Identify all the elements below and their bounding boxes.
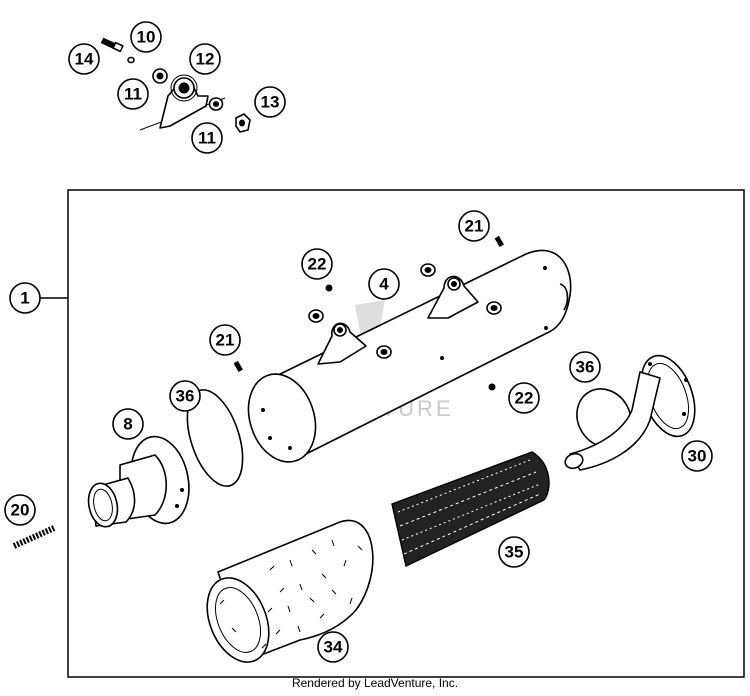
svg-text:36: 36 xyxy=(576,358,595,377)
callout-11-upper: 11 xyxy=(117,78,149,110)
nut-13-part xyxy=(235,113,251,133)
svg-text:30: 30 xyxy=(688,447,707,466)
callout-10: 10 xyxy=(130,21,162,53)
callout-30: 30 xyxy=(681,440,713,472)
callout-13: 13 xyxy=(254,86,286,118)
screw-22-top-part xyxy=(325,284,333,292)
callout-12: 12 xyxy=(189,43,221,75)
svg-text:11: 11 xyxy=(198,129,216,148)
svg-text:13: 13 xyxy=(261,93,280,112)
callout-22-top: 22 xyxy=(301,248,333,280)
callout-21-right: 21 xyxy=(458,210,490,242)
footer-credit: Rendered by LeadVenture, Inc. xyxy=(291,676,459,690)
callout-8: 8 xyxy=(112,408,144,440)
callout-36-right: 36 xyxy=(569,351,601,383)
absorber-packing-34-part xyxy=(206,519,374,663)
spring-20-part xyxy=(12,525,56,549)
assembly-frame xyxy=(67,189,745,678)
callout-20: 20 xyxy=(4,494,36,526)
mounting-bracket-subassembly xyxy=(100,37,251,133)
bushing-11-lower-part xyxy=(208,97,224,111)
svg-text:12: 12 xyxy=(196,50,215,69)
callout-1: 1 xyxy=(9,282,41,314)
perforated-tube-35-part xyxy=(391,451,550,568)
callout-22-right: 22 xyxy=(508,382,540,414)
svg-text:1: 1 xyxy=(20,289,29,308)
svg-text:35: 35 xyxy=(505,543,524,562)
svg-text:10: 10 xyxy=(137,28,156,47)
muffler-body-4-part xyxy=(247,249,572,463)
callout-36-left: 36 xyxy=(169,380,201,412)
callout-35: 35 xyxy=(498,536,530,568)
callout-34: 34 xyxy=(317,631,349,663)
svg-text:11: 11 xyxy=(124,85,142,104)
bracket-12-part xyxy=(159,74,209,129)
rivet-21-right-part xyxy=(494,235,504,248)
svg-text:34: 34 xyxy=(324,638,343,657)
svg-text:22: 22 xyxy=(515,389,534,408)
svg-text:36: 36 xyxy=(176,387,195,406)
screw-22-right-part xyxy=(488,383,496,391)
rivet-21-left-part xyxy=(233,360,243,373)
svg-text:4: 4 xyxy=(379,275,389,294)
callout-4: 4 xyxy=(368,268,400,300)
svg-text:21: 21 xyxy=(216,331,235,350)
svg-text:21: 21 xyxy=(465,217,484,236)
svg-text:14: 14 xyxy=(75,50,94,69)
washer-10-part xyxy=(127,56,135,64)
svg-text:22: 22 xyxy=(308,255,327,274)
callout-21-left: 21 xyxy=(209,324,241,356)
callout-14: 14 xyxy=(68,43,100,75)
bushing-11-upper-part xyxy=(152,68,168,84)
callout-11-lower: 11 xyxy=(191,122,223,154)
bolt-14-part xyxy=(100,37,124,53)
svg-text:8: 8 xyxy=(123,415,132,434)
svg-text:20: 20 xyxy=(11,501,30,520)
end-cap-8-part xyxy=(87,435,190,528)
end-cap-30-part xyxy=(564,354,696,471)
